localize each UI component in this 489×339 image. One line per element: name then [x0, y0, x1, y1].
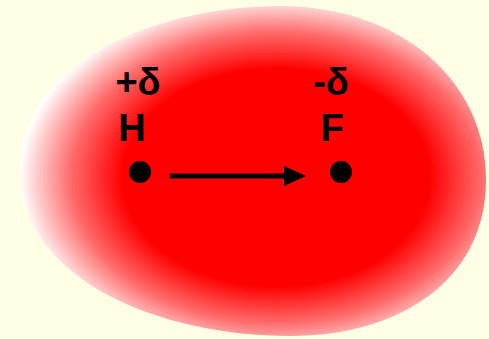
atom-symbol: H — [118, 109, 145, 147]
atom-symbol: F — [320, 109, 343, 147]
partial-charge: -δ — [313, 63, 349, 101]
arrow-head — [284, 166, 306, 186]
dipole-arrow — [170, 174, 286, 179]
hydrogen-atom — [129, 161, 151, 183]
partial-charge: +δ — [115, 63, 160, 101]
fluorine-atom — [330, 161, 352, 183]
electron-cloud — [20, 6, 486, 336]
